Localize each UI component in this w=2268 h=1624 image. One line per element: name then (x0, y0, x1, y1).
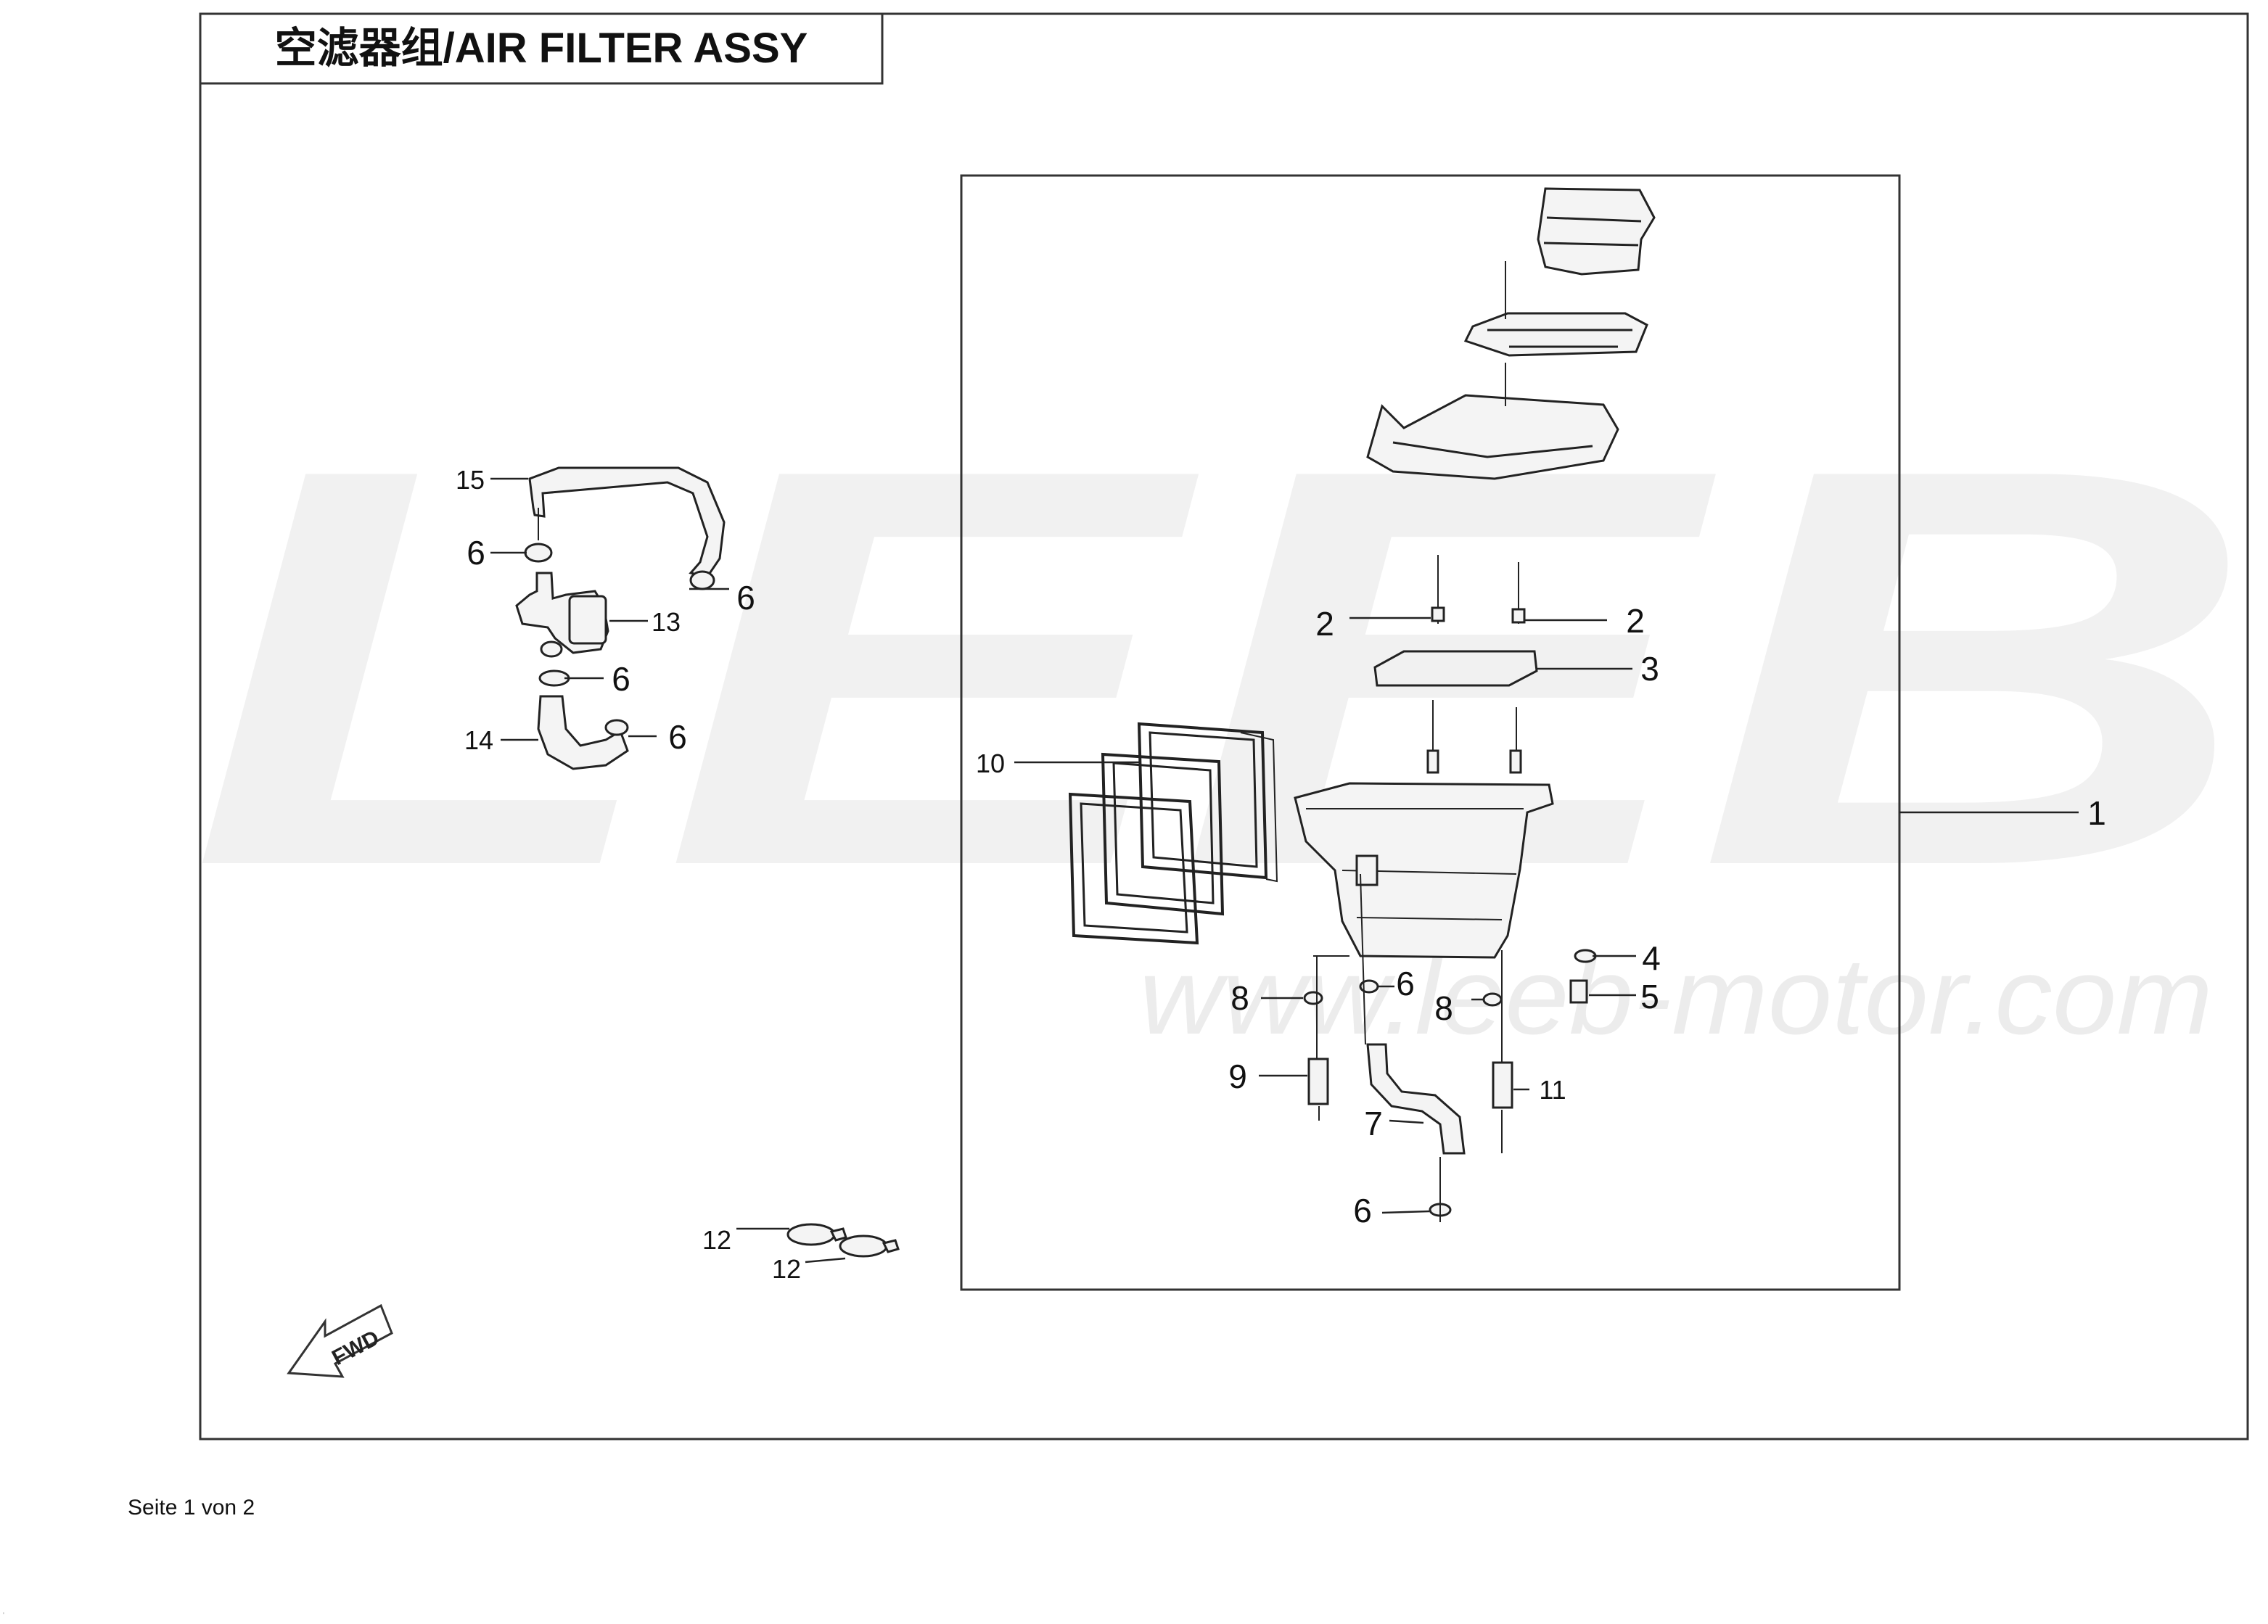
callout-12: 12 (772, 1254, 801, 1284)
callout-12: 12 (702, 1225, 731, 1255)
screw-part (1431, 606, 1445, 622)
callout-15: 15 (456, 465, 485, 495)
callout-8: 8 (1230, 979, 1249, 1017)
gasket-part (1373, 650, 1538, 687)
lower-housing-part (1294, 782, 1554, 959)
clamp-pair-part (786, 1223, 900, 1258)
small-clamp-part (1359, 979, 1379, 994)
filter-frame-part (1068, 792, 1199, 945)
callouts: 15 6 6 13 6 14 6 12 12 2 2 3 10 1 4 8 6 … (456, 465, 2106, 1284)
callout-9: 9 (1228, 1058, 1247, 1095)
plug-part (1574, 949, 1597, 963)
plug-part (1569, 979, 1588, 1004)
leader-lines (490, 477, 2079, 1264)
upper-hose-part (528, 466, 726, 578)
airbox-group (538, 187, 1656, 1222)
watermark-url: www.leeb-motor.com (1139, 935, 2213, 1057)
callout-10: 10 (976, 749, 1005, 778)
callout-3: 3 (1640, 650, 1659, 688)
callout-11: 11 (1539, 1075, 1566, 1105)
callout-6: 6 (668, 718, 687, 756)
lower-hose-part (537, 695, 629, 770)
intake-boot-part (1537, 187, 1656, 276)
callout-7: 7 (1364, 1105, 1383, 1142)
assembly-frame (960, 174, 1901, 1291)
small-clamp-part (1303, 991, 1323, 1005)
upper-housing-part (1366, 394, 1619, 480)
callout-13: 13 (652, 607, 681, 637)
cover-plate-part (1463, 312, 1648, 357)
hose-group (515, 466, 726, 770)
callout-6: 6 (612, 660, 630, 698)
watermark: LEEB www.leeb-motor.com (189, 352, 2256, 1057)
tube-part (1492, 1061, 1513, 1109)
filter-frame-part (1137, 722, 1268, 880)
outer-frame (199, 12, 2249, 1440)
callout-5: 5 (1640, 978, 1659, 1015)
screw-part (1511, 608, 1526, 624)
title-box: 空滤器组/AIR FILTER ASSY (199, 12, 884, 85)
tube-part (1307, 1058, 1329, 1105)
hose-clamp-part (689, 570, 715, 590)
filter-frame-part (1101, 752, 1225, 916)
diagram-title: 空滤器组/AIR FILTER ASSY (275, 25, 808, 72)
callout-6: 6 (467, 534, 485, 572)
callout-4: 4 (1642, 939, 1661, 977)
page-number: Seite 1 von 2 (128, 1496, 255, 1520)
corner-mark: ' (3, 1612, 4, 1620)
callout-6: 6 (1396, 965, 1415, 1002)
small-clamp-part (1482, 992, 1503, 1007)
callout-2: 2 (1626, 602, 1645, 640)
hose-clamp-part (604, 719, 629, 736)
hose-clamp-part (524, 543, 553, 563)
callout-6: 6 (736, 579, 755, 617)
callout-2: 2 (1315, 605, 1334, 643)
drain-hose-part (1366, 1043, 1466, 1155)
fwd-arrow: FWD (287, 1303, 393, 1378)
callout-6: 6 (1353, 1192, 1372, 1229)
callout-1: 1 (2087, 794, 2106, 832)
callout-8: 8 (1434, 989, 1453, 1027)
callout-14: 14 (464, 725, 493, 755)
